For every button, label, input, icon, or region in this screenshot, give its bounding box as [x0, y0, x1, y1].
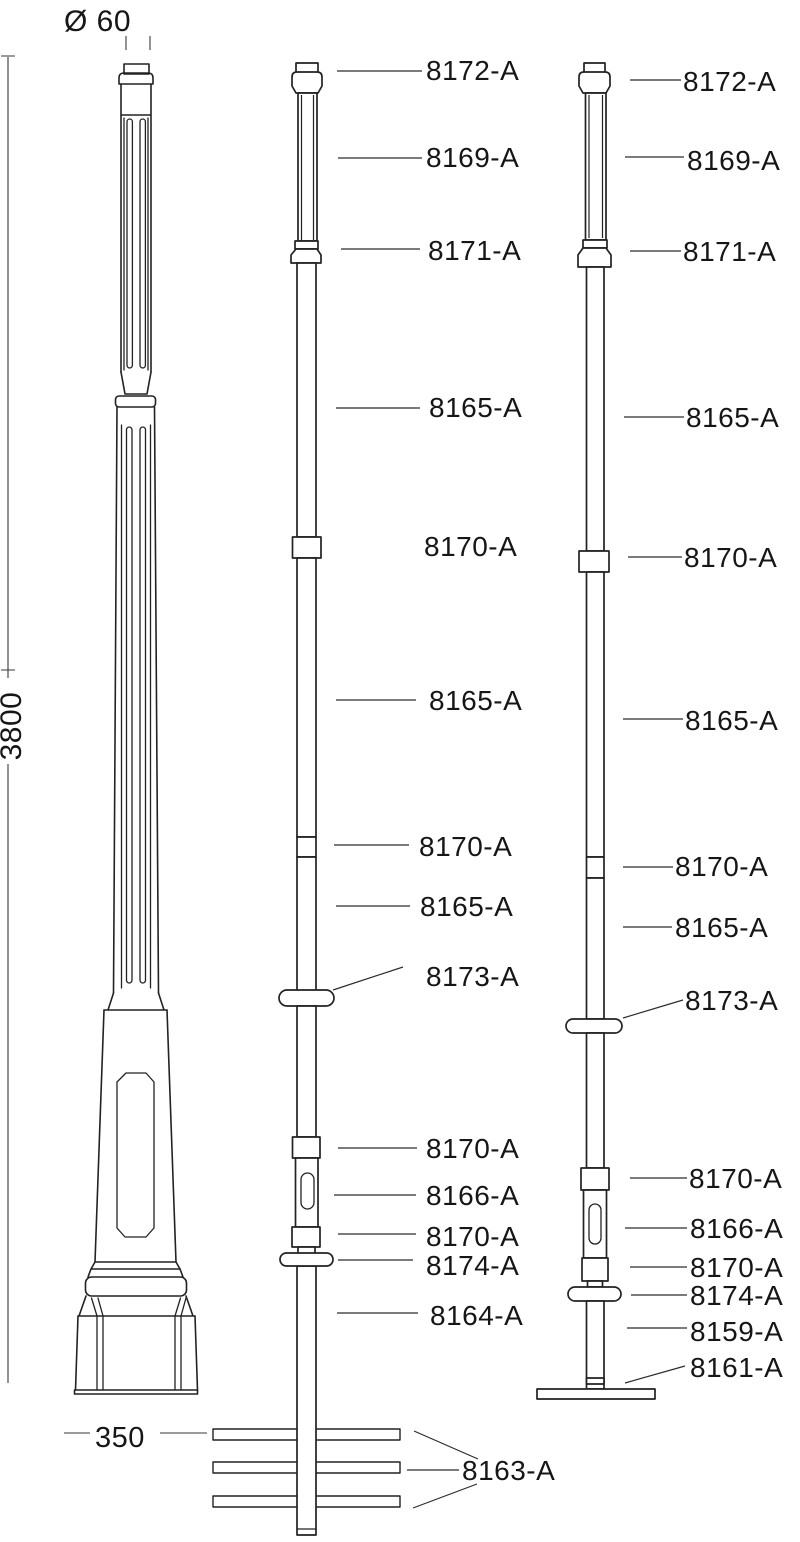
mid-label-8170-a: 8170-A: [426, 1221, 520, 1252]
mid-sleeve-8170-4: [291, 1226, 321, 1248]
right-shaft-upper-door: [585, 1032, 605, 1169]
mid-sleeve-8170-1: [291, 536, 322, 559]
right-sleeve-8170-1: [578, 550, 610, 573]
right-label-8170-a: 8170-A: [690, 1252, 784, 1283]
mid-collar-8171: [290, 248, 322, 264]
right-label-8174-a: 8174-A: [690, 1280, 784, 1311]
mid-label-8170-a: 8170-A: [424, 531, 518, 562]
dim-overall-height: 3800: [0, 691, 28, 761]
right-label-8171-a: 8171-A: [683, 236, 777, 267]
left-pole-center-ring: [114, 395, 157, 408]
right-shaft-joint: [585, 1377, 605, 1385]
mid-label-8164-a: 8164-A: [430, 1300, 524, 1331]
right-label-8170-a: 8170-A: [684, 542, 778, 573]
mid-label-8170-a: 8170-A: [419, 831, 513, 862]
dimension-lines: [1, 36, 207, 1434]
right-base-plate-8161: [536, 1388, 656, 1400]
mid-label-8170-a: 8170-A: [426, 1133, 520, 1164]
right-label-8170-a: 8170-A: [675, 851, 769, 882]
leader-lines: [332, 70, 687, 1509]
right-label-8173-a: 8173-A: [685, 985, 779, 1016]
left-pole-foot: [73, 1295, 199, 1395]
middle-exploded-pole: [212, 62, 401, 1536]
right-label-8169-a: 8169-A: [687, 145, 781, 176]
right-exploded-pole: [536, 62, 656, 1400]
mid-cap-8172: [291, 71, 323, 94]
mid-shaft-8165-3: [296, 856, 317, 993]
mid-tube-8169: [297, 92, 318, 242]
mid-shaft-8165-1: [296, 262, 317, 538]
mid-sleeve-8170-3: [291, 1136, 321, 1159]
mid-label-8173-a: 8173-A: [426, 961, 520, 992]
mid-shaft-8165-2: [296, 557, 317, 838]
mid-door-slot: [300, 1172, 315, 1210]
right-flange-8174: [567, 1286, 622, 1302]
mid-joint-8170-2: [296, 836, 317, 858]
right-sleeve-8170-4: [581, 1257, 609, 1282]
right-cap-8172: [578, 71, 611, 94]
mid-label-8165-a: 8165-A: [420, 891, 514, 922]
right-label-8165-a: 8165-A: [685, 705, 779, 736]
mid-label-8166-a: 8166-A: [426, 1180, 520, 1211]
right-shaft-8165-1: [585, 266, 605, 552]
right-label-8165-a: 8165-A: [675, 912, 769, 943]
mid-label-8171-a: 8171-A: [428, 235, 522, 266]
right-label-8172-a: 8172-A: [683, 66, 777, 97]
right-anchor-shaft-8159: [585, 1300, 605, 1390]
right-joint-8170-2: [585, 856, 605, 879]
mid-label-8165-a: 8165-A: [429, 392, 523, 423]
right-neck: [586, 1280, 604, 1288]
right-label-8165-a: 8165-A: [686, 402, 780, 433]
right-label-8166-a: 8166-A: [690, 1213, 784, 1244]
mid-label-8174-a: 8174-A: [426, 1250, 520, 1281]
left-pole-upper-flute-section: [120, 83, 152, 395]
mid-collar-8171-top: [294, 240, 319, 250]
right-collar-8171: [577, 247, 612, 268]
mid-label-8163-a: 8163-A: [462, 1455, 556, 1486]
right-sleeve-8170-3: [580, 1167, 610, 1191]
right-collar-8171-top: [582, 239, 608, 249]
mid-flange-8174: [279, 1252, 334, 1267]
mid-label-8172-a: 8172-A: [426, 55, 520, 86]
right-shaft-8165-3: [585, 877, 605, 1020]
left-pole-base: [84, 1009, 188, 1297]
dim-top-diameter: Ø 60: [64, 5, 132, 38]
left-pole-finial-cap: [118, 63, 154, 85]
mid-label-8169-a: 8169-A: [426, 142, 520, 173]
mid-label-8165-a: 8165-A: [429, 685, 523, 716]
right-label-8159-a: 8159-A: [690, 1316, 784, 1347]
right-flange-8173: [565, 1018, 623, 1034]
mid-shaft-upper-door: [296, 1005, 317, 1138]
right-label-8170-a: 8170-A: [689, 1163, 783, 1194]
left-pole-drawing: [73, 63, 199, 1395]
mid-anchor-shaft-8164: [296, 1265, 317, 1536]
right-door-slot: [588, 1203, 602, 1245]
left-pole-lower-flute-section: [103, 406, 168, 1011]
right-label-8161-a: 8161-A: [690, 1352, 784, 1383]
dim-base-width: 350: [95, 1422, 145, 1454]
right-shaft-8165-2: [585, 571, 605, 858]
mid-flange-8173: [278, 989, 335, 1007]
